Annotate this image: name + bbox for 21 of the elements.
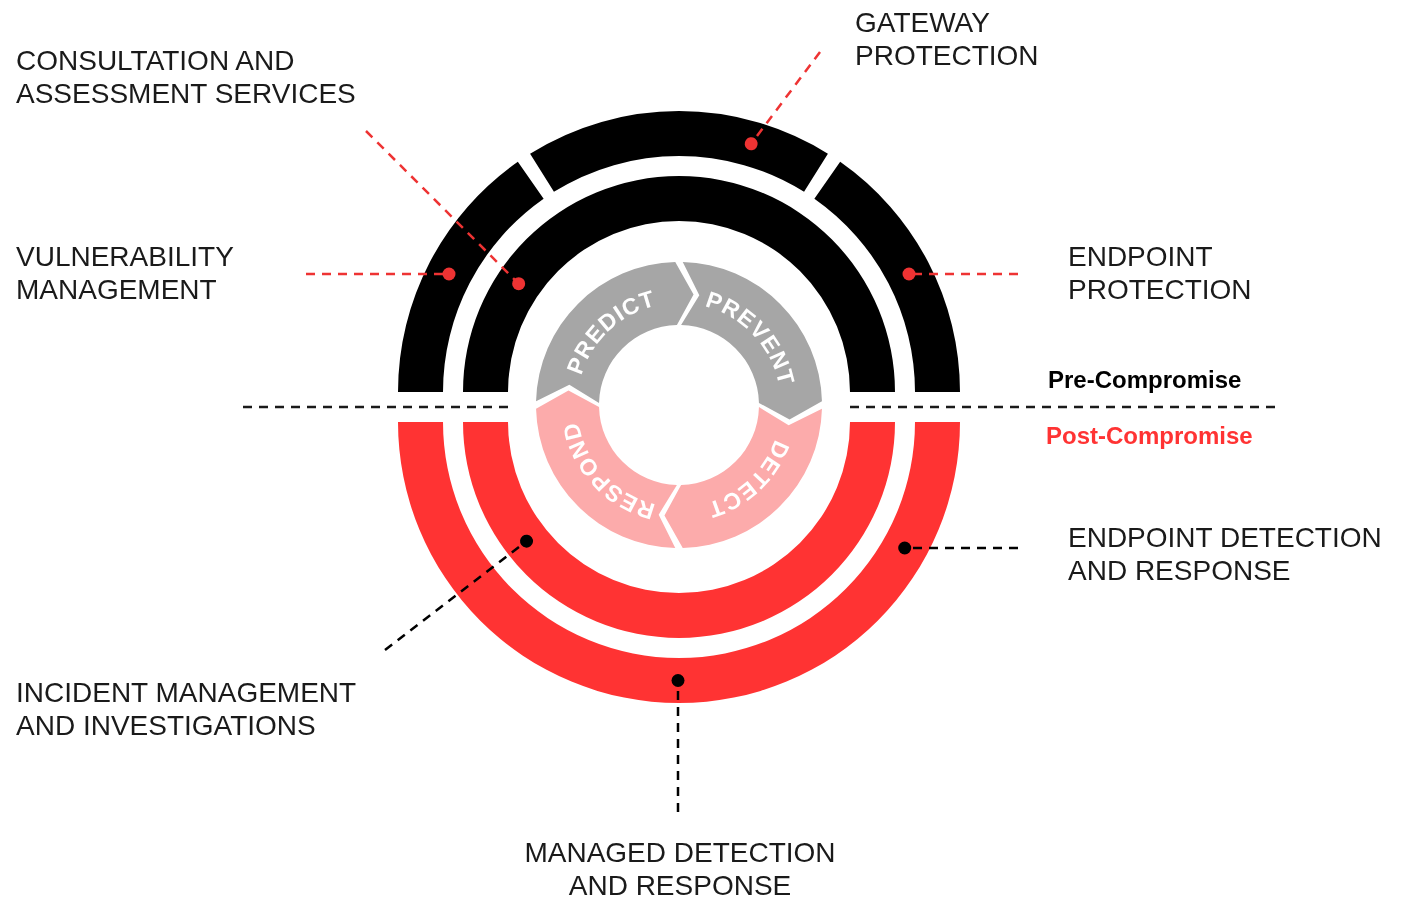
ring-segment (814, 161, 960, 392)
leader-line (671, 674, 685, 812)
leader-line (306, 267, 456, 281)
service-label: MANAGED DETECTION AND RESPONSE (505, 836, 855, 900)
ring-segment (530, 111, 828, 192)
zone-label: Post-Compromise (1046, 422, 1253, 450)
service-label: ENDPOINT DETECTION AND RESPONSE (1068, 521, 1404, 587)
leader-line (365, 130, 526, 291)
zone-label: Pre-Compromise (1048, 366, 1242, 394)
leader-line (744, 51, 821, 151)
service-label: ENDPOINT PROTECTION (1068, 240, 1278, 306)
service-label: VULNERABILITY MANAGEMENT (16, 240, 266, 306)
leader-line (898, 541, 1018, 555)
ring-segment (463, 422, 895, 638)
service-label: CONSULTATION AND ASSESSMENT SERVICES (16, 44, 366, 110)
leader-line (384, 534, 533, 651)
leader-line (902, 267, 1018, 281)
ring-segment (398, 422, 960, 703)
service-label: INCIDENT MANAGEMENT AND INVESTIGATIONS (16, 676, 378, 742)
service-label: GATEWAY PROTECTION (855, 6, 1055, 72)
ring-segment (398, 161, 544, 392)
